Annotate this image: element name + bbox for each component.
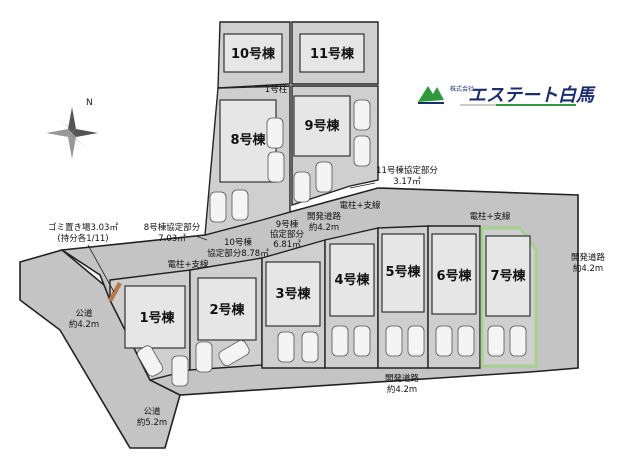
building-2	[197, 277, 257, 341]
compass-icon: N	[46, 98, 98, 159]
lot-label-8: 8号棟	[230, 132, 266, 148]
building-10	[223, 33, 283, 73]
svg-text:株式会社: 株式会社	[450, 85, 474, 93]
svg-text:約5.2m: 約5.2m	[137, 417, 167, 428]
public-road	[19, 249, 181, 449]
svg-text:8号棟協定部分: 8号棟協定部分	[144, 222, 201, 233]
company-logo: 株式会社 エステート白馬	[418, 85, 596, 106]
svg-text:10号棟: 10号棟	[224, 237, 252, 248]
svg-text:6.81㎡: 6.81㎡	[273, 240, 301, 250]
lot-label-5: 5号棟	[385, 264, 421, 280]
svg-text:約4.2m: 約4.2m	[387, 384, 417, 395]
north-label: N	[86, 98, 93, 108]
lot-label-6: 6号棟	[436, 268, 472, 284]
svg-text:11号棟協定部分: 11号棟協定部分	[376, 165, 438, 176]
garbage-area	[108, 282, 122, 302]
lot-label-3: 3号棟	[275, 286, 311, 302]
building-3	[265, 261, 321, 327]
svg-text:エステート白馬: エステート白馬	[468, 85, 596, 106]
svg-text:7.03㎡: 7.03㎡	[158, 234, 186, 244]
lot-label-4: 4号棟	[334, 272, 370, 288]
svg-text:協定部分: 協定部分	[270, 229, 305, 240]
svg-text:電柱+支線: 電柱+支線	[167, 259, 209, 270]
building-4	[329, 243, 375, 317]
svg-text:開発道路: 開発道路	[571, 252, 606, 263]
svg-text:9号棟: 9号棟	[276, 219, 299, 230]
parking-cars	[137, 99, 527, 387]
svg-text:1号柱: 1号柱	[265, 84, 288, 95]
svg-text:3.17㎡: 3.17㎡	[393, 177, 421, 187]
svg-text:(持分各1/11): (持分各1/11)	[57, 233, 108, 244]
svg-text:電柱+支線: 電柱+支線	[469, 211, 511, 222]
lot-label-2: 2号棟	[209, 302, 245, 318]
svg-text:公道: 公道	[143, 406, 161, 417]
svg-text:電柱+支線: 電柱+支線	[339, 200, 381, 211]
building-7	[485, 235, 531, 317]
lot-label-1: 1号棟	[139, 310, 175, 326]
building-9	[293, 95, 351, 157]
lot-label-11: 11号棟	[310, 46, 355, 62]
building-1	[124, 285, 186, 349]
building-5	[381, 233, 425, 313]
lot-label-10: 10号棟	[231, 46, 276, 62]
svg-text:約4.2m: 約4.2m	[69, 319, 99, 330]
lot-label-9: 9号棟	[304, 118, 340, 134]
annotations: 1号柱 11号棟協定部分 3.17㎡ 8号棟協定部分 7.03㎡ 10号棟 協定…	[48, 84, 605, 428]
svg-text:約4.2m: 約4.2m	[573, 263, 603, 274]
svg-text:開発道路: 開発道路	[307, 211, 342, 222]
svg-text:開発道路: 開発道路	[385, 373, 420, 384]
svg-text:協定部分8.78㎡: 協定部分8.78㎡	[207, 248, 269, 259]
svg-text:約4.2m: 約4.2m	[309, 222, 339, 233]
svg-text:ゴミ置き場3.03㎡: ゴミ置き場3.03㎡	[48, 222, 118, 233]
building-11	[299, 33, 365, 73]
svg-text:公道: 公道	[75, 308, 93, 319]
building-6	[431, 233, 477, 315]
lot-label-7: 7号棟	[490, 268, 526, 284]
